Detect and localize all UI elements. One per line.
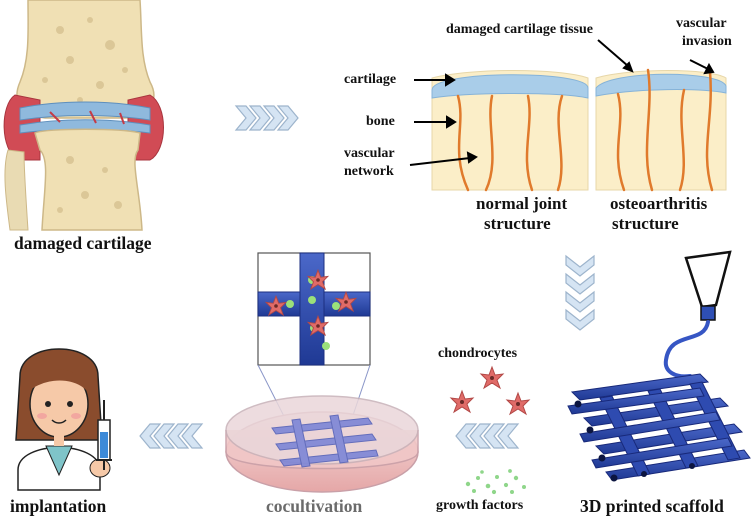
bone-label: bone — [366, 114, 395, 129]
chevron-arrow-icon — [565, 255, 595, 331]
osteoarthritis-panel — [595, 68, 727, 192]
coculture-zoom-inset — [257, 252, 371, 437]
normal-joint-panel — [431, 70, 589, 192]
growth-factors-label: growth factors — [436, 498, 524, 513]
normal-joint-label-1: normal joint — [476, 194, 568, 213]
vascular-invasion-label-2: invasion — [682, 34, 732, 49]
implantation-label: implantation — [10, 496, 107, 516]
petri-dish-icon — [225, 395, 419, 493]
cocultivation-label: cocultivation — [266, 496, 363, 516]
cell-icon — [450, 366, 530, 415]
vascular-invasion-label-1: vascular — [676, 16, 727, 31]
scaffold-icon — [567, 373, 751, 482]
annotation-arrows — [409, 39, 715, 166]
osteoarthritis-label-2: structure — [612, 214, 679, 233]
scaffold-label: 3D printed scaffold — [580, 496, 724, 516]
doctor-icon — [15, 348, 111, 491]
vascular-network-label-2: network — [344, 164, 394, 179]
damaged-cartilage-label: damaged cartilage — [14, 233, 152, 253]
osteoarthritis-label-1: osteoarthritis — [610, 194, 708, 213]
normal-joint-label-2: structure — [484, 214, 551, 233]
cartilage-label: cartilage — [344, 72, 397, 87]
damaged-cartilage-tissue-label: damaged cartilage tissue — [446, 22, 593, 37]
chondrocytes-label: chondrocytes — [438, 346, 518, 361]
knee-joint-icon — [3, 0, 164, 231]
chevron-arrow-icon — [455, 423, 519, 449]
print-nozzle-icon — [663, 250, 732, 379]
vascular-network-label-1: vascular — [344, 146, 395, 161]
chevron-arrow-icon — [235, 105, 299, 131]
chevron-arrow-icon — [139, 423, 203, 449]
growth-factor-dots — [465, 469, 526, 495]
syringe-icon — [96, 400, 112, 470]
